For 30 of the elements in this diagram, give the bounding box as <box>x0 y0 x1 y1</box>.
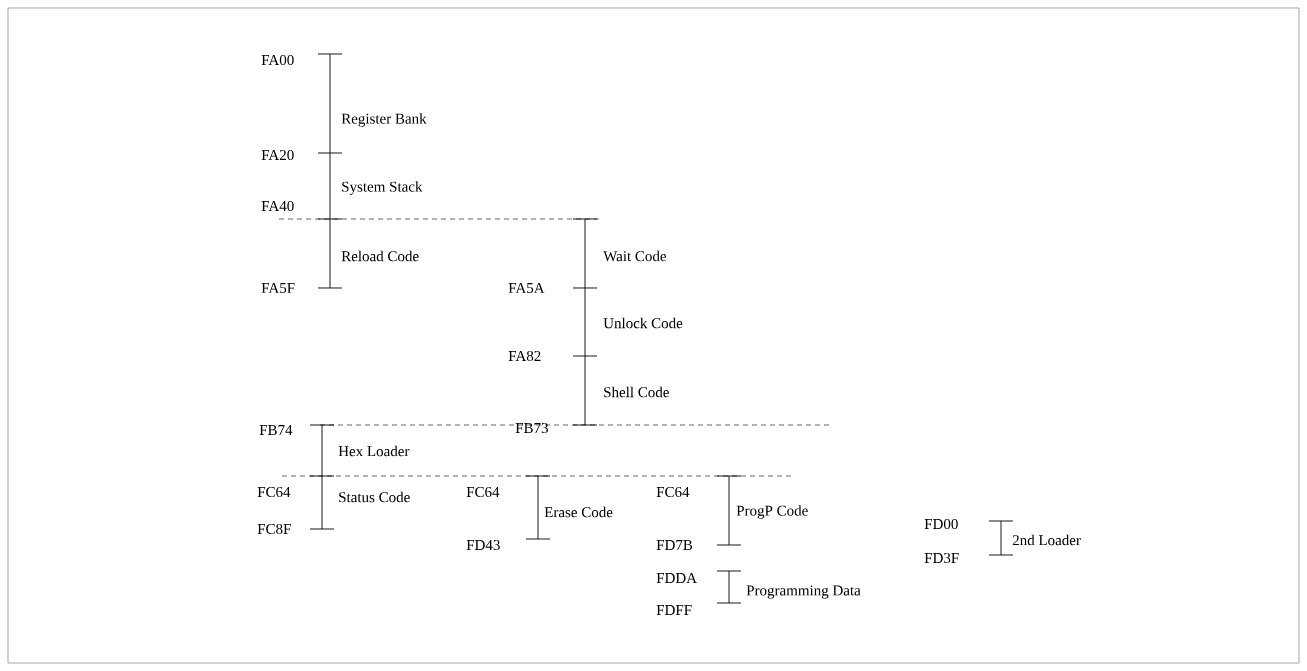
address-label: FD00 <box>924 518 958 530</box>
region-label: Status Code <box>339 491 410 503</box>
address-label: FC8F <box>257 523 291 535</box>
region-label: Register Bank <box>341 113 427 127</box>
address-label: FA5F <box>261 283 295 293</box>
address-label: FD43 <box>466 539 500 551</box>
region-label: Shell Code <box>604 386 669 398</box>
region-label: Unlock Code <box>603 317 683 329</box>
region-label: Erase Code <box>544 506 613 518</box>
region-label: Reload Code <box>341 250 419 262</box>
address-label: FDDA <box>656 573 697 583</box>
address-label: FDFF <box>656 605 692 615</box>
address-label: FC64 <box>257 486 291 498</box>
region-label: ProgP Code <box>736 505 808 519</box>
address-label: FB74 <box>259 425 293 435</box>
address-label: FC64 <box>466 486 500 498</box>
address-label: FB73 <box>515 422 548 434</box>
address-label: FA5A <box>508 283 545 293</box>
region-label: Hex Loader <box>338 445 410 457</box>
address-label: FC64 <box>656 486 690 498</box>
address-label: FA00 <box>261 54 294 66</box>
address-label: FA40 <box>261 200 294 212</box>
region-label: Wait Code <box>603 250 667 262</box>
region-label: Programming Data <box>746 585 861 599</box>
address-label: FA82 <box>508 350 541 362</box>
address-label: FD3F <box>924 552 959 564</box>
region-label: 2nd Loader <box>1012 534 1081 546</box>
address-label: FD7B <box>656 540 693 550</box>
region-label: System Stack <box>342 181 423 195</box>
address-label: FA20 <box>261 149 294 161</box>
